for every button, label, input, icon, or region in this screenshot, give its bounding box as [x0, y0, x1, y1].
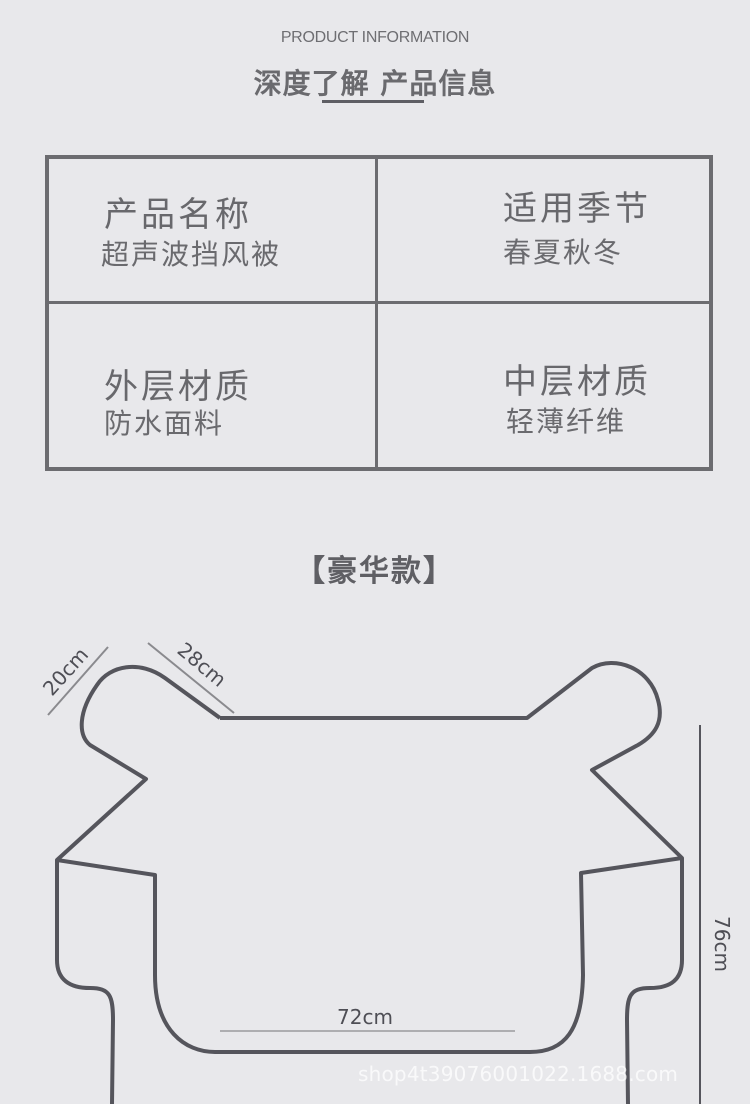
size-diagram: 20cm 28cm 72cm 76cm	[38, 637, 734, 1104]
info-cell-outer-material: 外层材质 防水面料	[49, 304, 378, 467]
dim-label-shoulder: 20cm	[38, 643, 93, 701]
dim-label-neck: 28cm	[173, 637, 231, 691]
info-value: 超声波挡风被	[101, 238, 282, 271]
product-info-table: 产品名称 超声波挡风被 适用季节 春夏秋冬 外层材质 防水面料 中层材质 轻薄纤…	[45, 155, 713, 471]
blanket-outline-left	[55, 664, 222, 1104]
title-underline	[322, 100, 424, 103]
info-value: 防水面料	[104, 407, 225, 440]
dim-label-width: 72cm	[337, 1005, 393, 1029]
info-label: 适用季节	[503, 189, 651, 229]
info-cell-middle-material: 中层材质 轻薄纤维	[378, 304, 709, 467]
blanket-outline	[220, 661, 684, 1104]
info-cell-product-name: 产品名称 超声波挡风被	[49, 159, 378, 304]
info-value: 春夏秋冬	[503, 236, 624, 269]
info-value: 轻薄纤维	[506, 405, 627, 438]
page-title: 深度了解 产品信息	[253, 67, 497, 100]
dim-label-height: 76cm	[710, 916, 734, 972]
info-label: 外层材质	[104, 367, 252, 407]
info-label: 中层材质	[503, 362, 651, 402]
seat-outline	[56, 856, 683, 1054]
dim-line-neck	[147, 642, 235, 714]
section-title: 【豪华款】	[295, 554, 455, 589]
info-label: 产品名称	[104, 195, 252, 235]
info-cell-season: 适用季节 春夏秋冬	[378, 159, 709, 304]
eyebrow-heading: PRODUCT INFORMATION	[280, 29, 470, 46]
dim-line-shoulder	[47, 646, 109, 716]
shop-watermark: shop4t39076001022.1688.com	[358, 1062, 679, 1086]
